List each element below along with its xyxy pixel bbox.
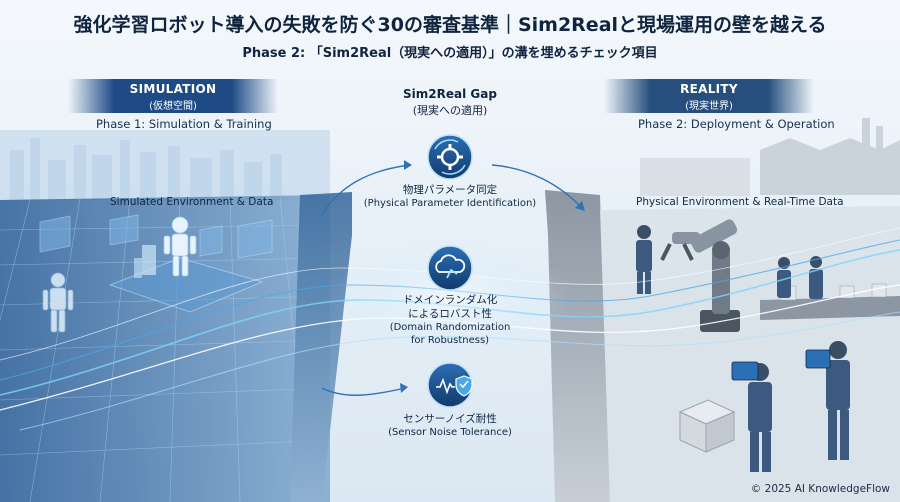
simulation-banner-subtitle: (仮想空間) (149, 101, 197, 112)
flow-arrows (321, 164, 583, 396)
factory-building (640, 118, 900, 196)
cloud-robot-arm-icon (427, 245, 473, 291)
gap-title: Sim2Real Gap (403, 87, 497, 101)
check-item-sensor-noise: センサーノイズ耐性 (Sensor Noise Tolerance) (340, 363, 560, 439)
gear-cycle-icon (427, 134, 473, 180)
hologram-panels (39, 214, 273, 259)
shield-signal-icon (427, 362, 473, 408)
humanoid-robot-icon (42, 272, 74, 333)
page-title: 強化学習ロボット導入の失敗を防ぐ30の審査基準｜Sim2Realと現場運用の壁を… (73, 14, 827, 36)
central-glow (330, 240, 570, 360)
phase-2-label: Phase 2: Deployment & Operation (638, 117, 835, 131)
check-item-en: (Sensor Noise Tolerance) (388, 427, 512, 438)
check-item-en: (Domain Randomization for Robustness) (389, 322, 511, 346)
factory-floor (600, 206, 900, 502)
simulation-banner: SIMULATION (仮想空間) (68, 79, 278, 113)
simulated-environment-label: Simulated Environment & Data (110, 196, 274, 208)
check-item-physical-parameter: 物理パラメータ同定 (Physical Parameter Identifica… (340, 134, 560, 210)
physical-environment-label: Physical Environment & Real-Time Data (636, 196, 844, 208)
check-item-domain-randomization: ドメインランダム化 によるロバスト性 (Domain Randomization… (340, 245, 560, 347)
arrowheads (400, 160, 585, 393)
phase-1-label: Phase 1: Simulation & Training (96, 117, 272, 131)
check-item-jp: 物理パラメータ同定 (402, 184, 498, 196)
sim2real-gap-heading: Sim2Real Gap (現実への適用) (390, 87, 510, 118)
industrial-robot-arm-icon (660, 219, 740, 332)
holographic-platform (108, 245, 264, 313)
worker-figures (636, 225, 850, 472)
virtual-robot-icon (163, 216, 197, 277)
reality-banner: REALITY (現実世界) (604, 79, 814, 113)
check-item-jp: センサーノイズ耐性 (403, 413, 497, 425)
reality-cliff (545, 190, 610, 502)
check-item-en: (Physical Parameter Identification) (363, 198, 537, 209)
reality-banner-subtitle: (現実世界) (685, 101, 733, 112)
page-subtitle: Phase 2: 「Sim2Real（現実への適用）」の溝を埋めるチェック項目 (242, 46, 658, 61)
simulation-banner-title: SIMULATION (129, 82, 217, 96)
gap-subtitle: (現実への適用) (412, 104, 488, 117)
check-item-jp: ドメインランダム化 によるロバスト性 (402, 294, 498, 320)
reality-banner-title: REALITY (680, 82, 738, 96)
tablet-devices (731, 349, 831, 381)
digital-city-skyline (0, 130, 330, 200)
copyright-notice: © 2025 AI KnowledgeFlow (750, 483, 890, 495)
cardboard-box-icon (678, 399, 736, 453)
